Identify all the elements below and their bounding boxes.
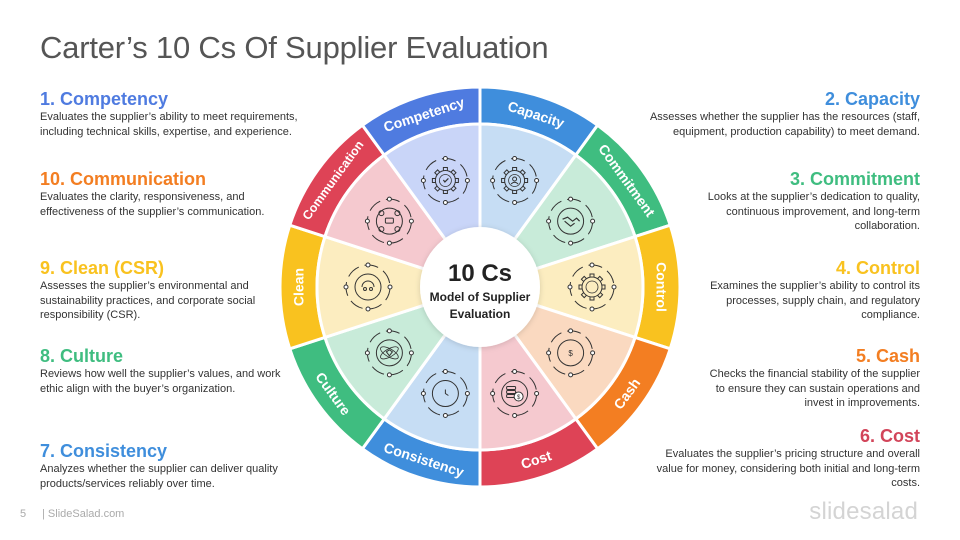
- item-heading: 4. Control: [836, 258, 920, 278]
- center-heading: 10 Cs: [448, 260, 512, 287]
- item-heading: 7. Consistency: [40, 441, 168, 461]
- item-control: 4. Control Examines the supplier’s abili…: [640, 258, 920, 323]
- item-description: Analyzes whether the supplier can delive…: [40, 463, 278, 490]
- clock-cycle-icon: [420, 369, 470, 419]
- atom-diamond-icon: [364, 328, 414, 378]
- item-competency: 1. Competency Evaluates the supplier’s a…: [40, 89, 320, 139]
- item-heading: 5. Cash: [855, 346, 920, 366]
- item-culture: 8. Culture Reviews how well the supplier…: [40, 346, 320, 396]
- handshake-icon: [546, 196, 596, 246]
- item-description: Evaluates the clarity, responsiveness, a…: [40, 191, 265, 218]
- item-description: Checks the financial stability of the su…: [709, 368, 920, 409]
- dollar-cycle-icon: $: [546, 328, 596, 378]
- item-description: Evaluates the supplier’s ability to meet…: [40, 111, 298, 138]
- center-line2: Evaluation: [450, 307, 511, 321]
- item-heading: 1. Competency: [40, 89, 169, 109]
- item-commitment: 3. Commitment Looks at the supplier’s de…: [640, 169, 920, 234]
- item-description: Assesses whether the supplier has the re…: [649, 111, 920, 138]
- slide-title: Carter’s 10 Cs Of Supplier Evaluation: [40, 30, 549, 65]
- item-description: Evaluates the supplier’s pricing structu…: [656, 448, 920, 489]
- svg-text:$: $: [517, 395, 521, 401]
- gear-check-icon: [420, 155, 470, 205]
- item-heading: 8. Culture: [40, 346, 124, 366]
- wheel-segments: [278, 85, 682, 489]
- coins-dollar-icon: $: [490, 369, 540, 419]
- ten-cs-wheel: CapacityCommitmentControlCashCostConsist…: [278, 85, 682, 489]
- item-cost: 6. Cost Evaluates the supplier’s pricing…: [640, 426, 920, 491]
- item-communication: 10. Communication Evaluates the clarity,…: [40, 169, 320, 219]
- footer-site: | SlideSalad.com: [42, 508, 125, 520]
- item-clean: 9. Clean (CSR) Assesses the supplier’s e…: [40, 258, 320, 323]
- item-heading: 10. Communication: [40, 169, 207, 189]
- item-heading: 3. Commitment: [789, 169, 920, 189]
- wheel-label-clean: Clean: [291, 268, 307, 306]
- item-capacity: 2. Capacity Assesses whether the supplie…: [640, 89, 920, 139]
- item-heading: 9. Clean (CSR): [40, 258, 165, 278]
- item-heading: 6. Cost: [859, 426, 920, 446]
- brand-logo: slidesalad: [809, 498, 918, 525]
- gear-user-icon: [490, 155, 540, 205]
- item-description: Reviews how well the supplier’s values, …: [40, 368, 281, 395]
- page-number: 5: [20, 508, 27, 520]
- item-consistency: 7. Consistency Analyzes whether the supp…: [40, 441, 320, 491]
- globe-people-icon: [343, 262, 393, 312]
- item-heading: 2. Capacity: [824, 89, 920, 109]
- center-line1: Model of Supplier: [430, 290, 531, 304]
- item-description: Assesses the supplier’s environmental an…: [40, 280, 256, 321]
- center-circle: [420, 227, 540, 347]
- gear-cycle-icon: [567, 262, 617, 312]
- wheel-icons: $$: [343, 155, 617, 419]
- item-cash: 5. Cash Checks the financial stability o…: [640, 346, 920, 411]
- item-description: Examines the supplier’s ability to contr…: [710, 280, 920, 321]
- wheel-label-control: Control: [654, 262, 670, 312]
- svg-text:$: $: [568, 349, 573, 358]
- item-description: Looks at the supplier’s dedication to qu…: [707, 191, 920, 232]
- chat-network-icon: [364, 196, 414, 246]
